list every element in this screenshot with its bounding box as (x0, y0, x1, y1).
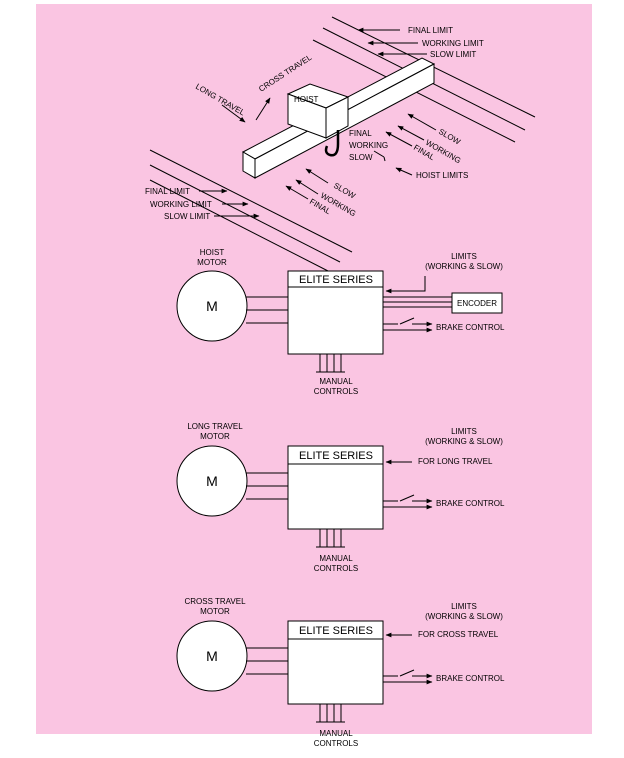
hoist-limits-brace-2 (383, 156, 386, 162)
final-limit-top-label: FINAL LIMIT (408, 26, 453, 35)
hoist-side (325, 96, 349, 139)
final-right-arrow (385, 131, 413, 147)
long-motor-circle (176, 445, 248, 517)
hoist-limits-title: LIMITS (451, 252, 477, 261)
hoist-motor-label-2: MOTOR (197, 258, 227, 267)
hoist-label: HOIST (294, 95, 319, 104)
cross-travel-arrow (255, 97, 271, 121)
hoist-control-block: HOIST MOTOR M ELITE SERIES LIMITS (WORKI… (176, 248, 505, 396)
hook-slow-label: SLOW (349, 153, 373, 162)
cross-motor-circle (176, 620, 248, 692)
long-motor-symbol: M (206, 473, 218, 489)
working-limit-left-label: WORKING LIMIT (150, 200, 212, 209)
cross-limits-title: LIMITS (451, 602, 477, 611)
slow-bottom-arrow (305, 168, 329, 184)
hoist-limits-label: HOIST LIMITS (416, 171, 468, 180)
hook-final-label: FINAL (349, 129, 372, 138)
left-rail-2 (149, 164, 341, 263)
hook-icon (324, 130, 340, 157)
cross-controller-label: ELITE SERIES (299, 625, 373, 637)
working-right-arrow (397, 125, 425, 141)
long-limits-sub: (WORKING & SLOW) (425, 437, 503, 446)
hoist-limits-arrow-in (385, 276, 426, 294)
final-bottom-arrow (285, 185, 309, 200)
cross-motor-label-1: CROSS TRAVEL (184, 597, 246, 606)
slow-limit-left-label: SLOW LIMIT (164, 212, 210, 221)
long-brake-contact (399, 494, 415, 502)
slow-right-arrow (407, 113, 437, 131)
long-manual-label-1: MANUAL (319, 554, 353, 563)
left-rail-1 (149, 149, 353, 253)
hoist-brake-label: BRAKE CONTROL (436, 323, 505, 332)
hoist-limits-brace-1 (373, 150, 385, 158)
hoist-motor-circle (176, 270, 248, 342)
long-limits-title: LIMITS (451, 427, 477, 436)
cross-motor-symbol: M (206, 648, 218, 664)
crane-illustration: FINAL LIMIT WORKING LIMIT SLOW LIMIT CRO… (145, 16, 536, 273)
cross-travel-control-block: CROSS TRAVEL MOTOR M ELITE SERIES LIMITS… (176, 597, 505, 748)
cross-controller-box (287, 620, 384, 705)
working-limit-top-label: WORKING LIMIT (422, 39, 484, 48)
cross-manual-label-1: MANUAL (319, 729, 353, 738)
long-controller-label: ELITE SERIES (299, 450, 373, 462)
working-bottom-arrow (295, 179, 319, 195)
long-travel-control-block: LONG TRAVEL MOTOR M ELITE SERIES LIMITS … (176, 422, 505, 573)
long-brake-label: BRAKE CONTROL (436, 499, 505, 508)
hoist-limits-arrow (395, 167, 413, 176)
final-limit-left-label: FINAL LIMIT (145, 187, 190, 196)
long-travel-arrow (221, 104, 246, 123)
hoist-motor-label-1: HOIST (200, 248, 225, 257)
cross-brake-contact (399, 669, 415, 677)
left-rail-3 (149, 179, 331, 273)
encoder-label: ENCODER (457, 299, 497, 308)
long-limits-for: FOR LONG TRAVEL (418, 457, 493, 466)
hoist-brake-contact (399, 317, 415, 325)
hoist-motor-symbol: M (206, 298, 218, 314)
long-motor-label-2: MOTOR (200, 432, 230, 441)
cross-limits-for: FOR CROSS TRAVEL (418, 630, 499, 639)
cross-brake-label: BRAKE CONTROL (436, 674, 505, 683)
hoist-manual-label-1: MANUAL (319, 377, 353, 386)
long-manual-label-2: CONTROLS (314, 564, 358, 573)
long-motor-label-1: LONG TRAVEL (187, 422, 243, 431)
slow-right-label: SLOW (437, 127, 462, 147)
cross-manual-label-2: CONTROLS (314, 739, 358, 748)
long-travel-label: LONG TRAVEL (194, 82, 247, 118)
hoist-limits-sub: (WORKING & SLOW) (425, 262, 503, 271)
hoist-controller-box (287, 270, 384, 355)
encoder-box (451, 292, 503, 314)
hook-working-label: WORKING (349, 141, 388, 150)
hoist-controller-label: ELITE SERIES (299, 274, 373, 286)
cross-limits-sub: (WORKING & SLOW) (425, 612, 503, 621)
cross-motor-label-2: MOTOR (200, 607, 230, 616)
slow-limit-top-label: SLOW LIMIT (430, 50, 476, 59)
long-controller-box (287, 445, 384, 530)
hoist-manual-label-2: CONTROLS (314, 387, 358, 396)
